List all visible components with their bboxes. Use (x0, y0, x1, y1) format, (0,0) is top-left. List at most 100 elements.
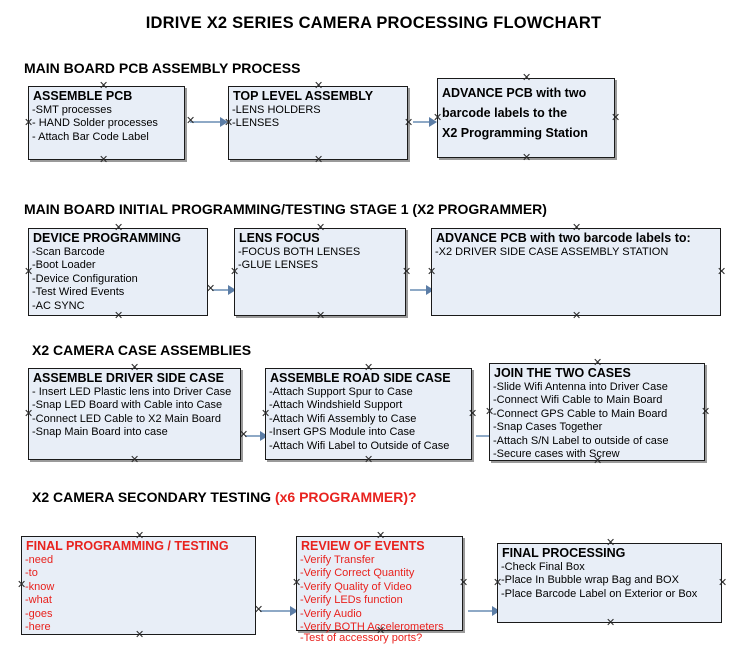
box-title: FINAL PROCESSING (502, 546, 626, 560)
section-heading-x2-camera-secondary-testing: X2 CAMERA SECONDARY TESTING (x6 PROGRAMM… (32, 489, 417, 505)
section-heading-accent: (x6 PROGRAMMER)? (274, 489, 417, 505)
box-line: -Scan Barcode (32, 245, 105, 258)
box-line: -Place In Bubble wrap Bag and BOX (501, 574, 679, 587)
connector-handle[interactable] (239, 431, 248, 440)
resize-handle-bottom[interactable] (522, 154, 531, 163)
resize-handle-right[interactable] (701, 408, 710, 417)
resize-handle-top[interactable] (522, 74, 531, 83)
resize-handle-bottom[interactable] (572, 312, 581, 321)
box-line: -Check Final Box (501, 560, 585, 573)
resize-handle-left[interactable] (24, 119, 33, 128)
box-lens-focus[interactable]: LENS FOCUS -FOCUS BOTH LENSES -GLUE LENS… (234, 228, 406, 316)
resize-handle-bottom[interactable] (364, 456, 373, 465)
resize-handle-bottom[interactable] (135, 631, 144, 640)
box-assemble-road-side-case[interactable]: ASSEMBLE ROAD SIDE CASE -Attach Support … (265, 368, 472, 460)
resize-handle-left[interactable] (427, 268, 436, 277)
resize-handle-bottom[interactable] (606, 619, 615, 628)
box-line: -Snap Cases Together (493, 421, 603, 434)
section-heading-main-board-pcb-assembly: MAIN BOARD PCB ASSEMBLY PROCESS (24, 60, 300, 76)
box-final-programming-testing[interactable]: FINAL PROGRAMMING / TESTING -need -to -k… (21, 536, 256, 635)
box-lines: -Slide Wifi Antenna into Driver Case -Co… (490, 381, 704, 463)
box-line: -Boot Loader (32, 259, 96, 272)
box-top-level-assembly[interactable]: TOP LEVEL ASSEMBLY -LENS HOLDERS -LENSES (228, 86, 408, 160)
box-line: -FOCUS BOTH LENSES (238, 245, 361, 258)
box-line: -Attach Wifi Label to Outside of Case (269, 439, 450, 452)
box-line: -Place Barcode Label on Exterior or Box (501, 587, 698, 600)
box-line: - HAND Solder processes (32, 117, 158, 130)
connector-arrow (260, 610, 296, 612)
connector-handle[interactable] (206, 285, 215, 294)
resize-handle-top[interactable] (606, 539, 615, 548)
box-title: ASSEMBLE DRIVER SIDE CASE (33, 371, 225, 385)
section-heading-text: X2 CAMERA CASE ASSEMBLIES (32, 342, 252, 358)
resize-handle-top[interactable] (99, 82, 108, 91)
resize-handle-left[interactable] (433, 114, 442, 123)
resize-handle-left[interactable] (493, 579, 502, 588)
resize-handle-right[interactable] (717, 268, 726, 277)
resize-handle-right[interactable] (611, 114, 620, 123)
box-line: -Snap LED Board with Cable into Case (32, 399, 223, 412)
resize-handle-top[interactable] (135, 532, 144, 541)
box-assemble-driver-side-case[interactable]: ASSEMBLE DRIVER SIDE CASE - Insert LED P… (28, 368, 241, 460)
resize-handle-left[interactable] (17, 581, 26, 590)
connector-handle[interactable] (254, 606, 263, 615)
resize-handle-left[interactable] (485, 408, 494, 417)
box-line: -Attach S/N Label to outside of case (493, 434, 669, 447)
box-join-the-two-cases[interactable]: JOIN THE TWO CASES -Slide Wifi Antenna i… (489, 363, 705, 461)
resize-handle-top[interactable] (364, 364, 373, 373)
resize-handle-top[interactable] (593, 359, 602, 368)
box-device-programming[interactable]: DEVICE PROGRAMMING -Scan Barcode -Boot L… (28, 228, 208, 316)
resize-handle-right[interactable] (718, 579, 727, 588)
resize-handle-right[interactable] (468, 410, 477, 419)
resize-handle-top[interactable] (376, 532, 385, 541)
section-heading-main-board-initial-programming: MAIN BOARD INITIAL PROGRAMMING/TESTING S… (24, 201, 547, 217)
box-line: -Verify Audio (300, 607, 362, 620)
box-line: -LENS HOLDERS (232, 103, 321, 116)
resize-handle-bottom[interactable] (593, 457, 602, 466)
resize-handle-bottom[interactable] (316, 312, 325, 321)
box-line: -know (25, 580, 55, 593)
box-line: -SMT processes (32, 103, 112, 116)
connector-handle[interactable] (186, 117, 195, 126)
resize-handle-left[interactable] (24, 410, 33, 419)
box-line: -goes (25, 607, 53, 620)
resize-handle-right[interactable] (402, 268, 411, 277)
resize-handle-top[interactable] (130, 364, 139, 373)
resize-handle-bottom[interactable] (376, 627, 385, 636)
box-line: -Test Wired Events (32, 286, 125, 299)
box-lines: -Check Final Box -Place In Bubble wrap B… (498, 561, 721, 602)
box-title: ASSEMBLE PCB (33, 89, 133, 103)
resize-handle-top[interactable] (316, 224, 325, 233)
box-title: FINAL PROGRAMMING / TESTING (26, 539, 229, 553)
resize-handle-left[interactable] (261, 410, 270, 419)
resize-handle-left[interactable] (230, 268, 239, 277)
box-assemble-pcb[interactable]: ASSEMBLE PCB -SMT processes - HAND Solde… (28, 86, 185, 160)
connector-arrow (476, 435, 496, 437)
resize-handle-bottom[interactable] (114, 312, 123, 321)
box-line: -Secure cases with Screw (493, 448, 620, 461)
resize-handle-bottom[interactable] (314, 156, 323, 165)
box-line: -GLUE LENSES (238, 259, 319, 272)
resize-handle-top[interactable] (572, 224, 581, 233)
box-title: DEVICE PROGRAMMING (33, 231, 181, 245)
resize-handle-left[interactable] (292, 579, 301, 588)
box-advance-pcb-to-programming-station[interactable]: ADVANCE PCB with two barcode labels to t… (437, 78, 615, 158)
resize-handle-right[interactable] (404, 119, 413, 128)
box-line: -Attach Windshield Support (269, 399, 403, 412)
box-line: -Snap Main Board into case (32, 426, 168, 439)
box-review-of-events[interactable]: REVIEW OF EVENTS -Verify Transfer -Verif… (296, 536, 463, 644)
resize-handle-top[interactable] (314, 82, 323, 91)
box-line: -AC SYNC (32, 299, 85, 312)
arrowhead-icon (228, 285, 236, 295)
resize-handle-left[interactable] (224, 119, 233, 128)
resize-handle-bottom[interactable] (99, 156, 108, 165)
resize-handle-left[interactable] (24, 268, 33, 277)
resize-handle-top[interactable] (114, 224, 123, 233)
box-advance-pcb-to-driver-side-case[interactable]: ADVANCE PCB with two barcode labels to: … (431, 228, 721, 316)
box-line: -LENSES (232, 117, 280, 130)
resize-handle-right[interactable] (459, 579, 468, 588)
box-line: -Verify Quality of Video (300, 580, 412, 593)
box-final-processing[interactable]: FINAL PROCESSING -Check Final Box -Place… (497, 543, 722, 623)
resize-handle-bottom[interactable] (130, 456, 139, 465)
connector-arrow (468, 610, 498, 612)
